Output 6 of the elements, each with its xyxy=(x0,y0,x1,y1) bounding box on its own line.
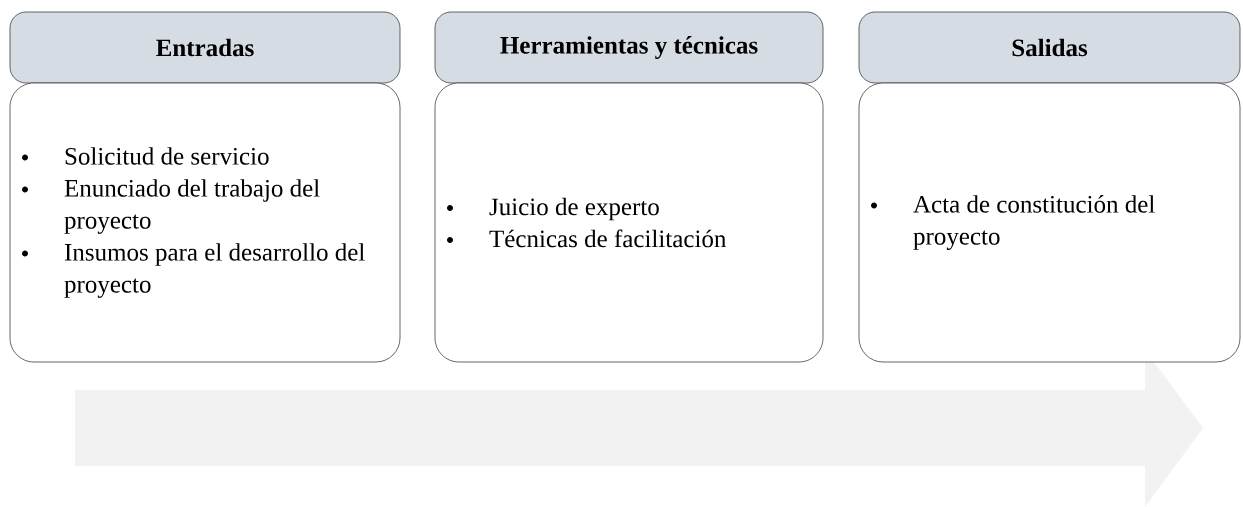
header-box: Salidas xyxy=(858,11,1241,84)
header-box: Entradas xyxy=(9,11,401,84)
list-box: Acta de constitución del proyecto xyxy=(858,82,1241,363)
header-box: Herramientas y técnicas xyxy=(434,11,824,84)
list-box: Juicio de experto Técnicas de facilitación xyxy=(434,82,824,363)
list-box: Solicitud de servicio Enunciado del trabajo del proyecto Insumos para el desarrollo del proyecto xyxy=(9,82,401,363)
